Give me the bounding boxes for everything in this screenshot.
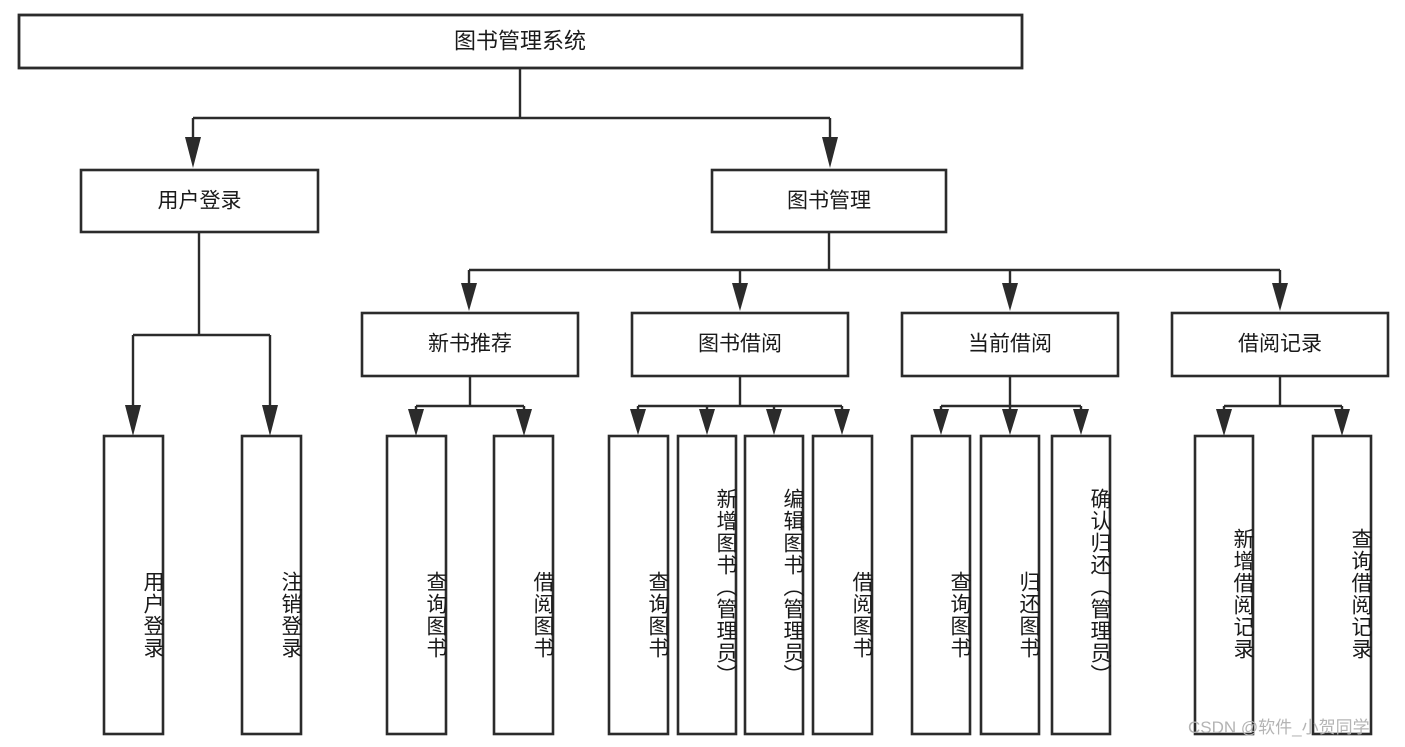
- leaf-box-bb-4[interactable]: [811, 434, 874, 736]
- arrow-to-leaf-br-1: [1216, 409, 1232, 436]
- node-new-book-recommend-label: 新书推荐: [428, 333, 512, 356]
- arrow-to-leaf-br-2: [1334, 409, 1350, 436]
- leaf-box-bb-2[interactable]: [676, 434, 738, 736]
- node-root-label: 图书管理系统: [454, 28, 586, 53]
- arrow-to-leaf-nbr-2: [516, 409, 532, 436]
- node-book-manage[interactable]: 图书管理: [710, 168, 948, 234]
- leaf-box-nbr-2[interactable]: [492, 434, 555, 736]
- leaf-box-user-login-2[interactable]: [240, 434, 303, 736]
- csdn-watermark: CSDN @软件_小贺同学: [1188, 718, 1370, 737]
- arrow-to-leaf-user-login-2: [262, 405, 278, 436]
- node-user-login[interactable]: 用户登录: [79, 168, 320, 234]
- node-root[interactable]: 图书管理系统: [17, 13, 1024, 70]
- leaf-box-user-login-1[interactable]: [102, 434, 165, 736]
- arrow-to-leaf-user-login-1: [125, 405, 141, 436]
- arrow-to-current-borrow: [1002, 283, 1018, 311]
- arrow-to-borrow-record: [1272, 283, 1288, 311]
- arrow-to-leaf-bb-4: [834, 409, 850, 435]
- arrow-to-book-borrow: [732, 283, 748, 311]
- node-book-borrow-label: 图书借阅: [698, 333, 782, 356]
- node-current-borrow-label: 当前借阅: [968, 333, 1052, 356]
- leaf-box-br-1[interactable]: [1193, 434, 1255, 736]
- leaf-box-nbr-1[interactable]: [385, 434, 448, 736]
- arrow-to-leaf-bb-3: [766, 409, 782, 435]
- node-new-book-recommend-box[interactable]: [360, 311, 580, 378]
- leaf-box-cb-2[interactable]: [979, 434, 1041, 736]
- leaf-box-br-2[interactable]: [1311, 434, 1373, 736]
- arrow-to-leaf-bb-2: [699, 409, 715, 435]
- node-borrow-record-label: 借阅记录: [1238, 333, 1322, 356]
- leaf-box-cb-1[interactable]: [910, 434, 972, 736]
- arrow-to-leaf-bb-1: [630, 409, 646, 435]
- node-book-borrow[interactable]: 图书借阅: [630, 311, 850, 378]
- arrow-to-leaf-nbr-1: [408, 409, 424, 436]
- leaf-box-cb-3[interactable]: [1050, 434, 1112, 736]
- node-book-borrow-box[interactable]: [630, 311, 850, 378]
- node-current-borrow-box[interactable]: [900, 311, 1120, 378]
- node-borrow-record[interactable]: 借阅记录: [1170, 311, 1390, 378]
- node-new-book-recommend[interactable]: 新书推荐: [360, 311, 580, 378]
- arrow-to-book-manage: [822, 137, 838, 168]
- arrow-to-leaf-cb-3: [1073, 409, 1089, 435]
- node-borrow-record-box[interactable]: [1170, 311, 1390, 378]
- node-book-manage-box[interactable]: [710, 168, 948, 234]
- arrow-to-leaf-cb-2: [1002, 409, 1018, 435]
- arrow-to-user-login: [185, 137, 201, 168]
- node-user-login-label: 用户登录: [158, 190, 242, 213]
- node-root-box[interactable]: [17, 13, 1024, 70]
- leaf-box-bb-1[interactable]: [607, 434, 670, 736]
- node-book-manage-label: 图书管理: [787, 190, 871, 213]
- arrow-to-leaf-cb-1: [933, 409, 949, 435]
- node-current-borrow[interactable]: 当前借阅: [900, 311, 1120, 378]
- leaf-box-bb-3[interactable]: [743, 434, 805, 736]
- arrow-to-new-book: [461, 283, 477, 311]
